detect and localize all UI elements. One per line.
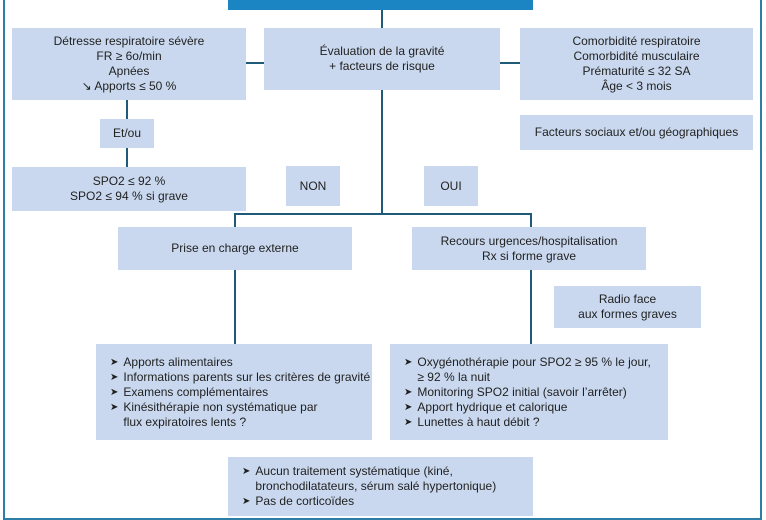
bottom-item-2: Pas de corticoïdes [255,494,355,508]
left-item-2: Informations parents sur les critères de… [123,369,371,384]
distress-line-2: FR ≥ 6o/min [96,49,162,63]
bullet-arrow-icon: ➤ [404,416,413,428]
etou-label: Et/ou [112,126,142,140]
bullet-arrow-icon: ➤ [404,386,413,398]
comorbid-line-3: Prématurité ≤ 32 SA [582,64,691,78]
urgences-box: Recours urgences/hospitalisation Rx si f… [412,227,646,270]
evaluation-line-1: Évaluation de la gravité [319,44,445,58]
connector-urgences-list [530,270,532,344]
list-item: ➤ Oxygénothérapie pour SPO2 ≥ 95 % le jou… [404,355,653,385]
right-item-4: Lunettes à haut débit ? [417,414,540,429]
evaluation-line-2: + facteurs de risque [329,59,435,73]
bottom-item-1: Aucun traitement systématique (kiné, bro… [255,464,497,493]
bullet-arrow-icon: ➤ [110,371,119,383]
outpatient-measures-list: ➤ Apports alimentaires ➤ Informations pare… [96,344,372,440]
list-item: ➤ Pas de corticoïdes [242,494,354,509]
list-item: ➤ Apport hydrique et calorique [404,400,567,415]
distress-line-1: Détresse respiratoire sévère [53,34,205,48]
connector-external-list [234,270,236,344]
list-item: ➤ Informations parents sur les critères d… [110,370,370,385]
bullet-arrow-icon: ➤ [404,401,413,413]
distress-line-3: Apnées [108,64,150,78]
comorbid-line-4: Âge < 3 mois [601,79,672,93]
connector-eval-comorbid [500,62,520,64]
list-item: ➤ Apports alimentaires [110,355,233,370]
left-item-4: Kinésithérapie non systématique par flux… [123,399,318,429]
comorbid-line-1: Comorbidité respiratoire [572,34,701,48]
bullet-arrow-icon: ➤ [242,466,251,477]
bullet-arrow-icon: ➤ [404,356,413,368]
bullet-arrow-icon: ➤ [110,401,119,413]
right-item-3: Apport hydrique et calorique [417,399,568,414]
external-label: Prise en charge externe [171,241,299,255]
connector-eval-down [381,90,383,214]
urgences-line-2: Rx si forme grave [481,248,577,263]
right-item-1: Oxygénothérapie pour SPO2 ≥ 95 % le jour… [417,354,651,384]
left-item-1: Apports alimentaires [123,354,233,369]
connector-branch-right [530,213,532,227]
urgences-line-1: Recours urgences/hospitalisation [440,233,618,248]
list-item: ➤ Aucun traitement systématique (kiné, br… [242,464,505,494]
comorbid-line-2: Comorbidité musculaire [573,49,700,63]
spo2-line-2: SPO2 ≤ 94 % si grave [70,189,188,203]
connector-distress-eval [246,62,264,64]
etou-box: Et/ou [100,119,154,148]
list-item: ➤ Lunettes à haut débit ? [404,415,540,430]
radio-line-1: Radio face [598,292,657,306]
distress-line-4: ↘ Apports ≤ 50 % [81,79,177,93]
evaluation-box: Évaluation de la gravité + facteurs de r… [264,28,500,90]
general-measures-list: ➤ Aucun traitement systématique (kiné, br… [228,457,533,516]
hospital-measures-list: ➤ Oxygénothérapie pour SPO2 ≥ 95 % le jou… [390,344,668,440]
distress-box: Détresse respiratoire sévère FR ≥ 6o/min… [12,28,246,100]
external-care-box: Prise en charge externe [118,227,352,270]
list-item: ➤ Monitoring SPO2 initial (savoir l’arrêt… [404,385,627,400]
connector-distress-etou [126,100,128,120]
radio-line-2: aux formes graves [578,307,677,321]
connector-etou-spo2 [126,148,128,167]
social-label: Facteurs sociaux et/ou géographiques [534,125,739,139]
non-label: NON [299,178,327,193]
spo2-line-1: SPO2 ≤ 92 % [92,174,166,188]
radio-box: Radio face aux formes graves [554,286,701,328]
title-bar [228,0,533,10]
connector-branch-left [234,213,236,227]
list-item: ➤ Kinésithérapie non systématique par flu… [110,400,323,430]
list-item: ➤ Examens complémentaires [110,385,268,400]
oui-label: OUI [440,178,462,193]
spo2-box: SPO2 ≤ 92 % SPO2 ≤ 94 % si grave [12,167,246,211]
right-item-2: Monitoring SPO2 initial (savoir l’arrête… [417,384,627,399]
connector-branch-horizontal [234,213,532,215]
comorbidity-box: Comorbidité respiratoire Comorbidité mus… [520,28,753,100]
non-box: NON [286,166,340,206]
connector-title-down [381,10,383,28]
social-factors-box: Facteurs sociaux et/ou géographiques [520,115,753,150]
bullet-arrow-icon: ➤ [242,496,251,507]
bullet-arrow-icon: ➤ [110,386,119,398]
oui-box: OUI [424,166,478,206]
bullet-arrow-icon: ➤ [110,356,119,368]
left-item-3: Examens complémentaires [123,384,269,399]
